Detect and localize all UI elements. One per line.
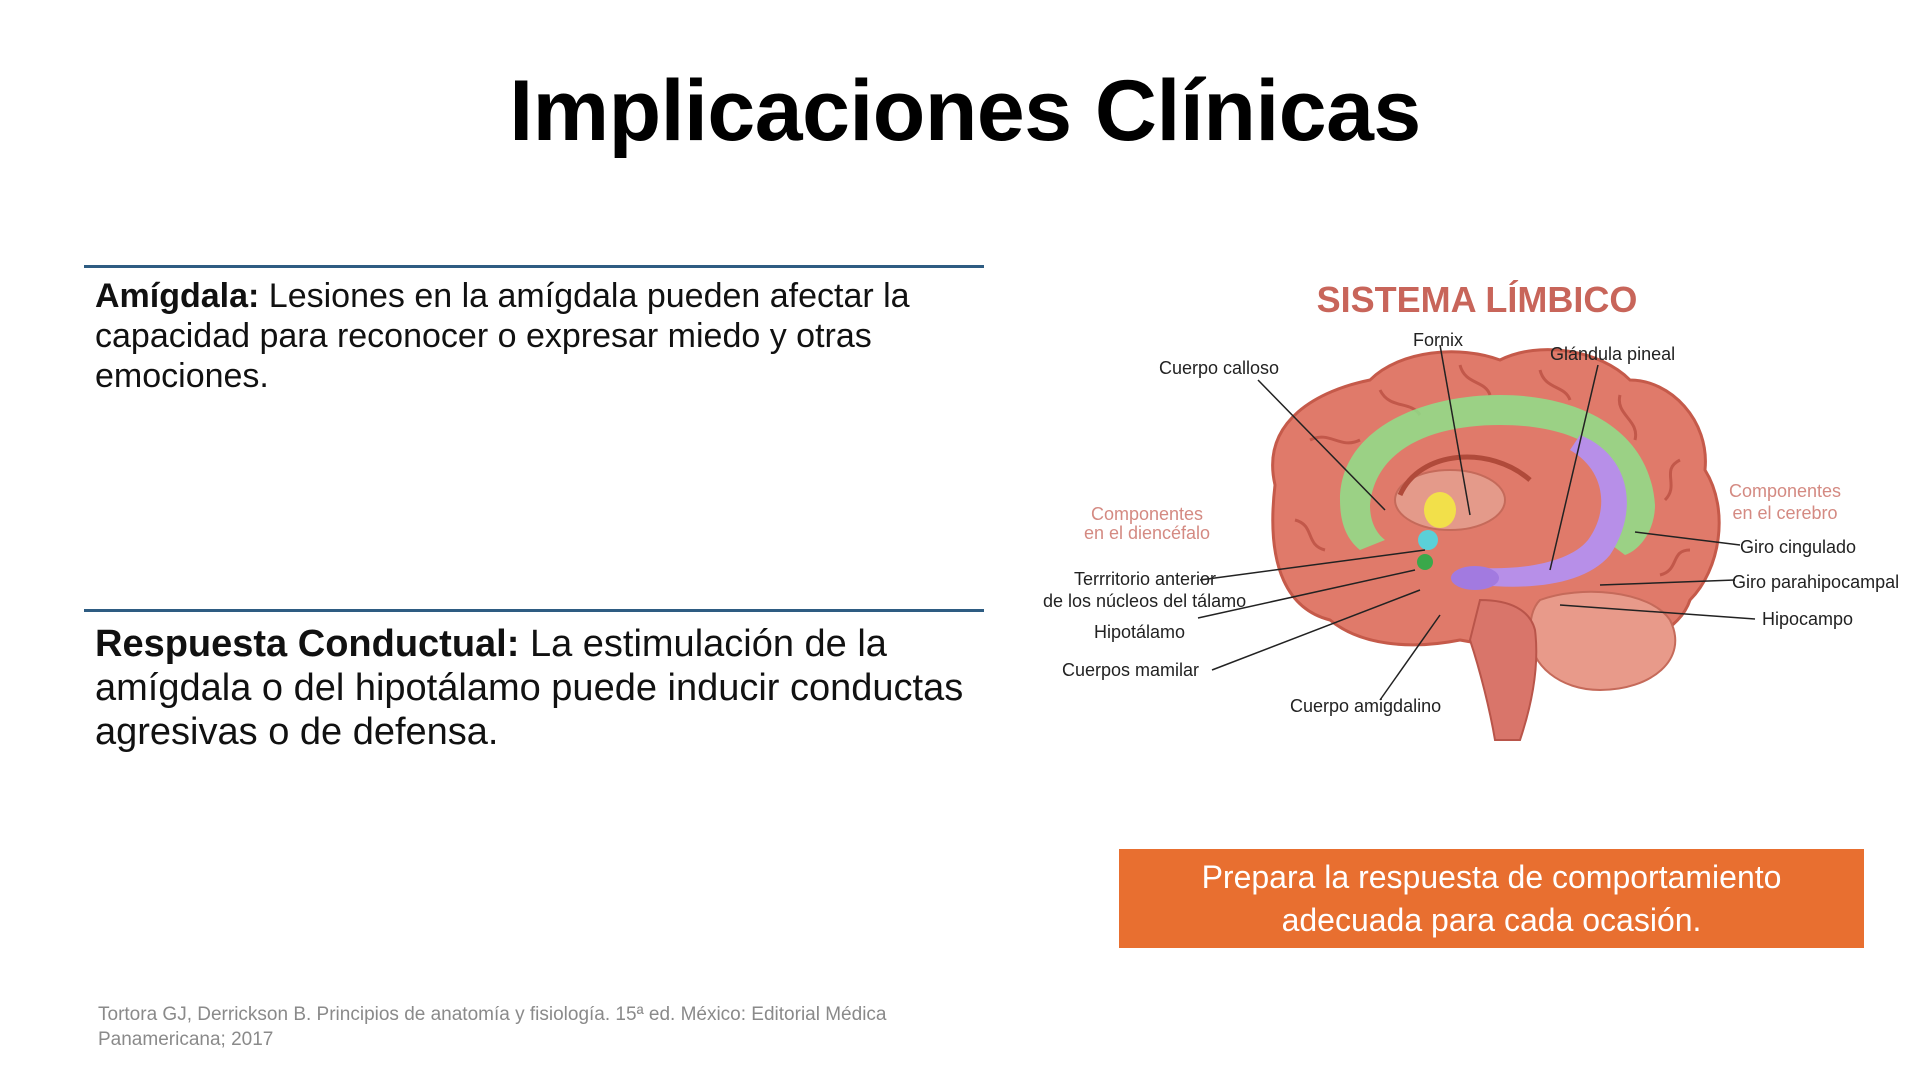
group-label-cerebrum-2: en el cerebro (1732, 503, 1837, 523)
figure-title: SISTEMA LÍMBICO (1317, 279, 1638, 320)
amygdala-term: Amígdala: (95, 277, 260, 315)
label-giro-cingulado: Giro cingulado (1740, 537, 1856, 557)
behavioral-response-term: Respuesta Conductual: (95, 623, 520, 665)
label-hipotalamo: Hipotálamo (1094, 622, 1185, 642)
section-divider-1 (84, 265, 984, 268)
cerebellum (1528, 590, 1677, 692)
label-territorio-line-2: de los núcleos del tálamo (1043, 591, 1246, 611)
brain-folds (1294, 364, 1691, 577)
summary-callout-box: Prepara la respuesta de comportamiento a… (1119, 849, 1864, 948)
slide-title: Implicaciones Clínicas (509, 63, 1421, 159)
group-label-cerebrum-1: Componentes (1729, 481, 1841, 501)
label-cuerpo-amigdalino: Cuerpo amigdalino (1290, 696, 1441, 716)
callout-line-1: Prepara la respuesta de comportamiento (1201, 858, 1782, 895)
label-pointer-lines (1197, 344, 1756, 701)
brainstem (1468, 598, 1538, 741)
reference-citation: Tortora GJ, Derrickson B. Principios de … (98, 1002, 998, 1052)
amygdala-paragraph: Amígdala: Lesiones en la amígdala pueden… (95, 276, 975, 396)
label-giro-parahipocampal: Giro parahipocampal (1732, 572, 1899, 592)
cingulate-gyrus-band (1340, 395, 1655, 555)
label-fornix: Fornix (1413, 330, 1463, 350)
anterior-thalamic-nuclei (1424, 492, 1456, 528)
group-label-diencephalon-1: Componentes (1091, 504, 1203, 524)
limbic-system-diagram: SISTEMA LÍMBICO Fornix Cuerpo calloso Gl… (1043, 279, 1899, 741)
hypothalamus-structure (1418, 530, 1438, 550)
label-glandula-pineal: Glándula pineal (1550, 344, 1675, 364)
label-territorio-line-1: Terrritorio anterior (1074, 569, 1216, 589)
group-label-diencephalon-2: en el diencéfalo (1084, 523, 1210, 543)
behavioral-response-paragraph: Respuesta Conductual: La estimulación de… (95, 622, 975, 754)
behavioral-response-text: La estimulación de la amígdala o del hip… (95, 623, 964, 753)
reference-line-1: Tortora GJ, Derrickson B. Principios de … (98, 1004, 887, 1025)
section-divider-2 (84, 609, 984, 612)
label-cuerpo-calloso: Cuerpo calloso (1159, 358, 1279, 378)
amygdala-structure (1451, 566, 1499, 590)
brain-illustration (1271, 348, 1721, 741)
callout-line-2: adecuada para cada ocasión. (1281, 901, 1702, 938)
parahippocampal-gyrus (1480, 435, 1627, 587)
label-cuerpos-mamilar: Cuerpos mamilar (1062, 660, 1199, 680)
amygdala-text: Lesiones en la amígdala pueden afectar l… (95, 277, 910, 395)
reference-line-2: Panamericana; 2017 (98, 1029, 274, 1050)
fornix-structure (1397, 454, 1532, 497)
label-hipocampo: Hipocampo (1762, 609, 1853, 629)
mammillary-bodies (1417, 554, 1433, 570)
